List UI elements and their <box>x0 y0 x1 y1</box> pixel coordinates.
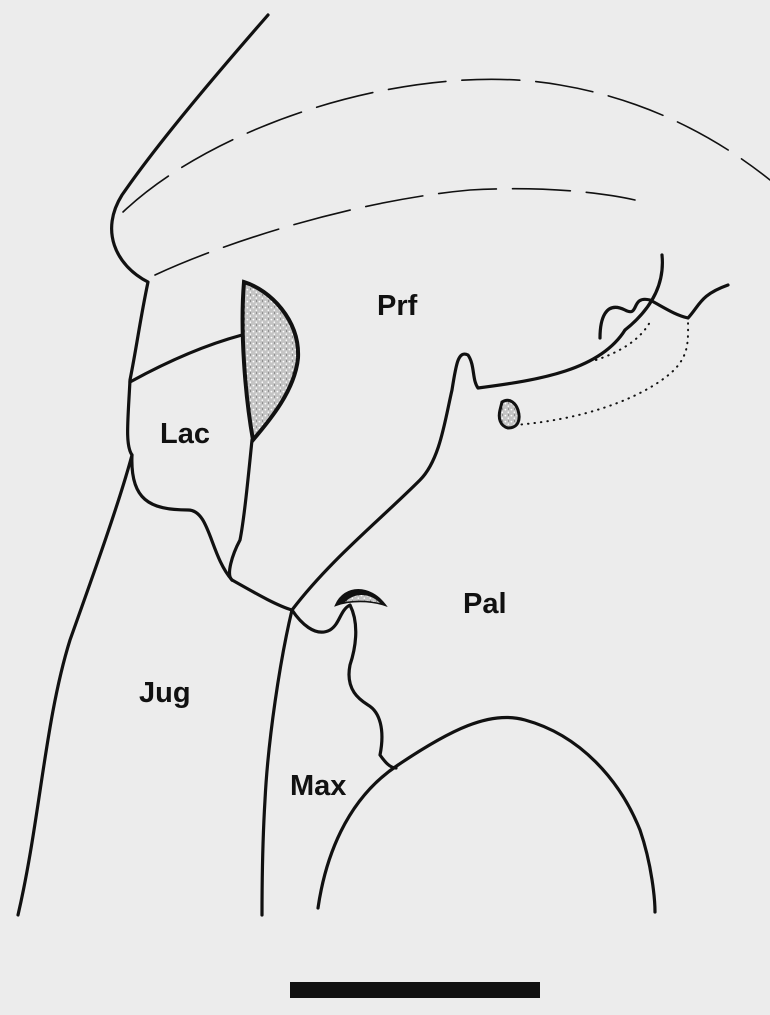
line-lacrimal-posterior <box>230 440 252 580</box>
dotted-outline-inner <box>596 322 650 360</box>
lacrimal-foramen <box>243 282 299 440</box>
outline-anterior <box>18 15 268 915</box>
line-lacrimal-top <box>130 335 242 382</box>
label-maxilla: Max <box>290 770 346 802</box>
line-prefrontal-posterior <box>625 255 662 330</box>
line-maxilla-palatine <box>292 605 396 768</box>
dashed-rim-middle <box>155 189 635 275</box>
label-jugal: Jug <box>139 677 191 709</box>
line-lacrimal-bottom <box>132 455 232 580</box>
small-foramen-posterior <box>499 400 519 428</box>
line-suborbital-arch <box>318 717 655 912</box>
line-maxilla-jugal <box>262 610 292 915</box>
label-palatine: Pal <box>463 588 507 620</box>
label-prefrontal: Prf <box>377 290 418 322</box>
line-posterior-notch <box>600 285 728 338</box>
label-lacrimal: Lac <box>160 418 210 450</box>
